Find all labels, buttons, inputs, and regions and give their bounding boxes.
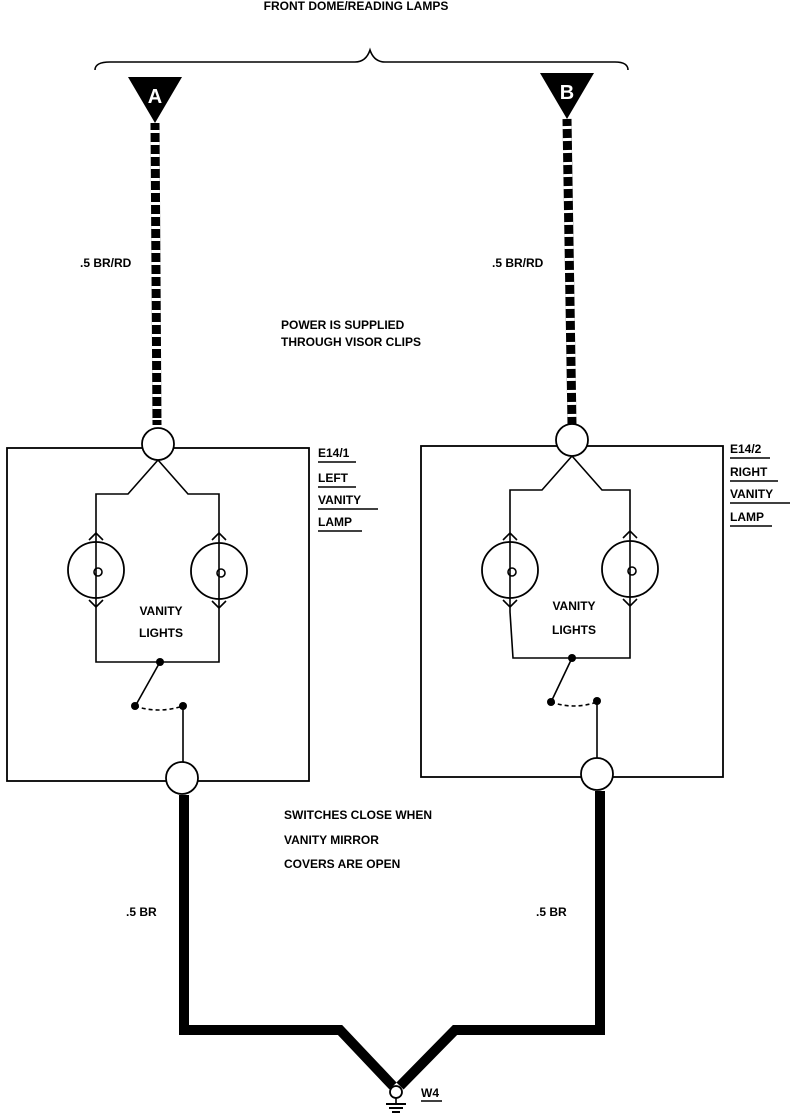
right-lamp-label-3: VANITY: [730, 487, 773, 501]
wire-left-top: [150, 122, 162, 426]
power-note-line-1: POWER IS SUPPLIED: [281, 318, 405, 332]
wire-label-left-top: .5 BR/RD: [80, 256, 132, 270]
ground-icon: [386, 1085, 406, 1113]
right-lamp-bottom-terminal: [580, 757, 614, 791]
wire-label-right-bottom: .5 BR: [536, 905, 567, 919]
right-lights-label-2: LIGHTS: [552, 623, 596, 637]
wire-left-bottom: [179, 795, 397, 1090]
left-lamp-top-terminal: [141, 427, 175, 461]
left-lamp-label-4: LAMP: [318, 515, 352, 529]
connector-b: B: [540, 73, 594, 119]
wire-label-right-top: .5 BR/RD: [492, 256, 544, 270]
right-lamp-top-terminal: [555, 423, 589, 457]
connector-b-label: B: [560, 82, 574, 104]
left-lamp-label-3: VANITY: [318, 493, 361, 507]
bulb-icon: [67, 530, 125, 612]
right-lamp-code: E14/2: [730, 442, 762, 456]
wire-right-top: [562, 118, 577, 426]
wire-label-left-bottom: .5 BR: [126, 905, 157, 919]
right-vanity-lamp: VANITY LIGHTS E14/2 RIGHT VANITY LAMP: [420, 423, 790, 791]
bulb-icon: [190, 528, 248, 612]
diagram-title: FRONT DOME/READING LAMPS: [264, 0, 449, 13]
right-lamp-label-2: RIGHT: [730, 465, 768, 479]
power-note-line-2: THROUGH VISOR CLIPS: [281, 335, 421, 349]
bulb-icon: [601, 528, 659, 610]
connector-a: A: [128, 77, 182, 123]
left-switch-icon: [131, 658, 187, 762]
left-vanity-lamp: VANITY LIGHTS E14/1 LEFT VANITY LAMP: [6, 427, 378, 795]
wire-right-bottom: [396, 791, 605, 1090]
left-lamp-code: E14/1: [318, 446, 350, 460]
title-brace: [94, 47, 629, 71]
right-switch-icon: [547, 654, 601, 758]
left-lamp-label-2: LEFT: [318, 471, 349, 485]
left-lights-label-1: VANITY: [139, 604, 182, 618]
left-lamp-bottom-terminal: [165, 761, 199, 795]
switch-note-line-2: VANITY MIRROR: [284, 833, 379, 847]
connector-a-label: A: [148, 86, 162, 108]
left-lights-label-2: LIGHTS: [139, 626, 183, 640]
switch-note-line-1: SWITCHES CLOSE WHEN: [284, 808, 432, 822]
switch-note-line-3: COVERS ARE OPEN: [284, 857, 400, 871]
right-lamp-label-4: LAMP: [730, 510, 764, 524]
right-lights-label-1: VANITY: [552, 599, 595, 613]
ground-label: W4: [421, 1086, 439, 1100]
bulb-icon: [481, 530, 539, 612]
